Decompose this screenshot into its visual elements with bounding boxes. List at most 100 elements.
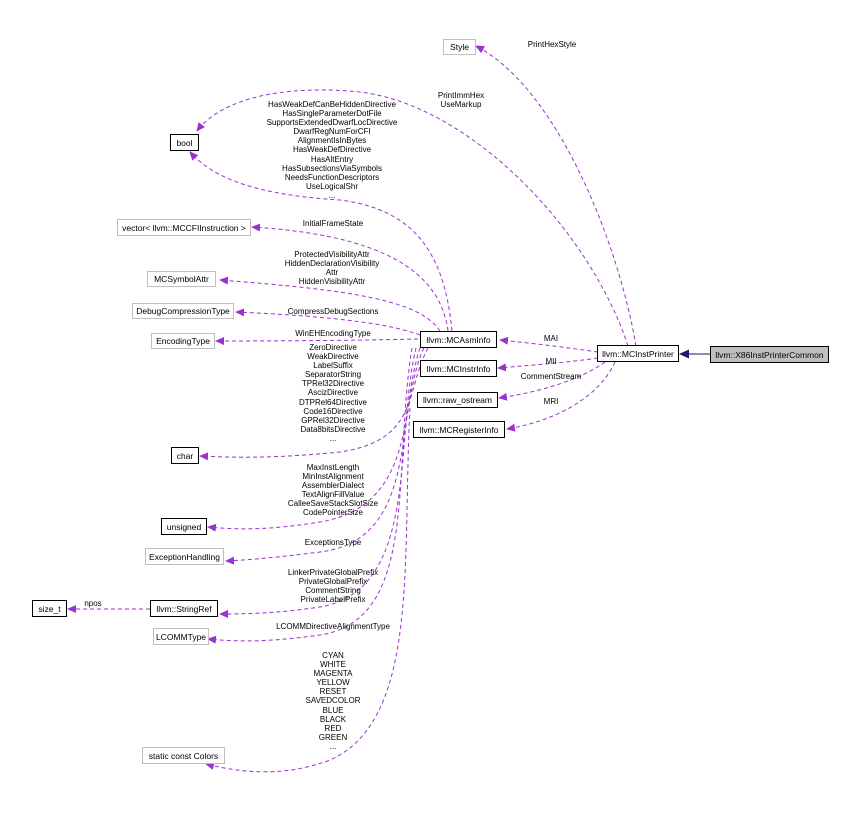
- node-exceptionhandling[interactable]: ExceptionHandling: [145, 548, 224, 565]
- label-line: HasSingleParameterDotFile: [282, 109, 382, 119]
- node-char[interactable]: char: [171, 447, 199, 464]
- node-debugcompression[interactable]: DebugCompressionType: [132, 303, 234, 319]
- label-line: CommentStream: [520, 372, 582, 381]
- node-unsigned[interactable]: unsigned: [161, 518, 207, 535]
- edge-initialframestate: [251, 223, 449, 332]
- node-raw-ostream[interactable]: llvm::raw_ostream: [417, 392, 498, 408]
- edge-unsigned-members: [207, 347, 425, 532]
- label-line: ...: [329, 741, 337, 751]
- node-static-const-colors[interactable]: static const Colors: [142, 747, 225, 764]
- node-encodingtype[interactable]: EncodingType: [151, 333, 215, 349]
- label-line: WeakDirective: [307, 352, 359, 362]
- label-initialframestate: InitialFrameState: [303, 219, 363, 228]
- label-line: HiddenDeclarationVisibility: [284, 259, 380, 269]
- label-line: AssemblerDialect: [301, 481, 365, 491]
- label-line: NeedsFunctionDescriptors: [284, 172, 380, 182]
- edge-symbolattr: [219, 276, 441, 332]
- node-size-t[interactable]: size_t: [32, 600, 67, 617]
- label-line: ProtectedVisibilityAttr: [294, 250, 370, 259]
- label-line: PrivateLabelPrefix: [300, 595, 366, 605]
- label-line: MaxInstLength: [306, 463, 360, 472]
- edge-printimmhex: [196, 89, 629, 347]
- label-line: CodePointerSize: [302, 508, 364, 518]
- label-line: InitialFrameState: [302, 219, 364, 228]
- label-line: LCOMMDirectiveAlignmentType: [276, 622, 390, 631]
- node-mcasminfo[interactable]: llvm::MCAsmInfo: [420, 331, 497, 348]
- label-line: UseLogicalShr: [305, 181, 359, 191]
- label-winehencoding: WinEHEncodingType: [295, 329, 371, 338]
- label-line: UseMarkup: [440, 100, 482, 110]
- edge-exceptionstype: [225, 347, 421, 565]
- label-line: GPRel32Directive: [301, 415, 365, 425]
- label-line: WinEHEncodingType: [295, 329, 371, 338]
- edge-mri: [506, 361, 616, 432]
- edge-mai: [499, 336, 599, 353]
- label-mri: MRI: [544, 397, 559, 406]
- label-line: GREEN: [318, 732, 348, 742]
- label-line: AlignmentIsInBytes: [297, 136, 367, 146]
- label-line: HiddenVisibilityAttr: [298, 277, 366, 287]
- label-line: WHITE: [320, 660, 346, 670]
- label-line: AscizDirective: [307, 388, 359, 398]
- node-mcsymbolattr[interactable]: MCSymbolAttr: [147, 271, 216, 287]
- label-line: PrintImmHex: [437, 91, 485, 100]
- edge-printhexstyle: [475, 45, 637, 347]
- edge-compressdebug: [235, 308, 421, 336]
- node-stringref[interactable]: llvm::StringRef: [150, 600, 218, 617]
- label-line: MII: [545, 357, 557, 366]
- node-mcinstrinfo[interactable]: llvm::MCInstrInfo: [420, 360, 497, 377]
- edge-lcommdirective: [207, 347, 413, 644]
- label-line: DTPRel64Directive: [298, 397, 368, 407]
- label-commentstream: CommentStream: [521, 372, 581, 381]
- node-mcinstprinter[interactable]: llvm::MCInstPrinter: [597, 345, 679, 362]
- node-style[interactable]: Style: [443, 39, 476, 55]
- edge-colors-members: [205, 407, 411, 773]
- label-line: HasAltEntry: [310, 154, 354, 164]
- label-line: CalleeSaveStackSlotSize: [287, 499, 379, 509]
- node-x86instprintercommon[interactable]: llvm::X86InstPrinterCommon: [710, 346, 829, 363]
- label-line: BLUE: [322, 705, 344, 715]
- label-line: DwarfRegNumForCFI: [293, 127, 371, 137]
- label-line: SupportsExtendedDwarfLocDirective: [266, 118, 398, 128]
- label-exceptionstype: ExceptionsType: [305, 538, 361, 547]
- label-line: CommentString: [305, 586, 361, 596]
- label-line: Code16Directive: [303, 406, 363, 416]
- label-line: RED: [324, 723, 342, 733]
- edge-bool-members: [189, 151, 453, 332]
- label-line: MinInstAlignment: [302, 472, 364, 482]
- label-line: HasWeakDefDirective: [292, 145, 372, 155]
- label-lcommdirective: LCOMMDirectiveAlignmentType: [276, 622, 390, 631]
- label-line: Attr: [325, 268, 339, 278]
- label-line: PrintHexStyle: [527, 40, 577, 49]
- node-lcommtype[interactable]: LCOMMType: [153, 628, 209, 645]
- node-mcregisterinfo[interactable]: llvm::MCRegisterInfo: [413, 421, 505, 438]
- label-line: CYAN: [322, 651, 344, 660]
- label-line: ...: [328, 190, 336, 200]
- label-line: Data8bitsDirective: [300, 424, 366, 434]
- label-line: MRI: [543, 397, 559, 406]
- edge-stringref-members: [219, 347, 417, 618]
- edge-commentstream: [498, 361, 606, 401]
- node-bool[interactable]: bool: [170, 134, 199, 151]
- label-line: YELLOW: [316, 678, 350, 688]
- label-mai: MAI: [544, 334, 558, 343]
- label-line: BLACK: [319, 714, 347, 724]
- label-line: SAVEDCOLOR: [305, 696, 361, 706]
- label-line: TPRel32Directive: [301, 379, 365, 389]
- label-line: npos: [84, 599, 102, 608]
- label-line: TextAlignFillValue: [301, 490, 365, 500]
- label-compressdebug: CompressDebugSections: [288, 307, 379, 316]
- label-npos: npos: [84, 599, 101, 608]
- edge-char-members: [199, 347, 429, 461]
- node-vector-mccfi[interactable]: vector< llvm::MCCFIInstruction >: [117, 219, 251, 236]
- label-line: HasWeakDefCanBeHiddenDirective: [268, 100, 396, 109]
- label-line: LinkerPrivateGlobalPrefix: [287, 568, 379, 577]
- label-line: MAGENTA: [313, 669, 353, 679]
- label-line: ZeroDirective: [309, 343, 357, 352]
